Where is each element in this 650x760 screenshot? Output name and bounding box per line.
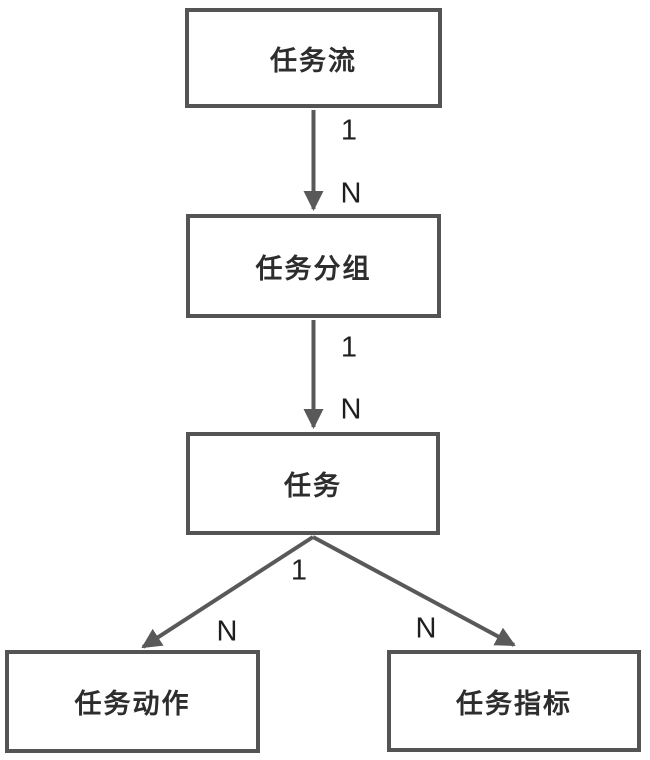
node-task-flow-label: 任务流 [270, 45, 357, 76]
node-task: 任务 [186, 432, 440, 535]
multiplicity-task-fork-source: 1 [290, 554, 308, 587]
edge-task-taskaction-arrow [141, 535, 315, 649]
node-task-flow: 任务流 [185, 8, 442, 108]
node-task-metric: 任务指标 [387, 650, 641, 752]
node-task-group: 任务分组 [186, 214, 441, 318]
node-task-group-label: 任务分组 [255, 253, 372, 284]
multiplicity-taskgroup-target: N [340, 177, 362, 210]
node-task-action: 任务动作 [5, 650, 260, 753]
multiplicity-taskgroup-source: 1 [340, 331, 358, 364]
node-task-label: 任务 [284, 471, 342, 501]
node-task-metric-label: 任务指标 [456, 688, 572, 719]
edge-task-taskmetric-arrow [312, 535, 516, 647]
multiplicity-taskflow-source: 1 [340, 114, 358, 147]
multiplicity-taskmetric-target: N [415, 612, 437, 645]
multiplicity-taskaction-target: N [216, 615, 238, 648]
multiplicity-task-target: N [340, 393, 362, 426]
node-task-action-label: 任务动作 [74, 689, 191, 719]
